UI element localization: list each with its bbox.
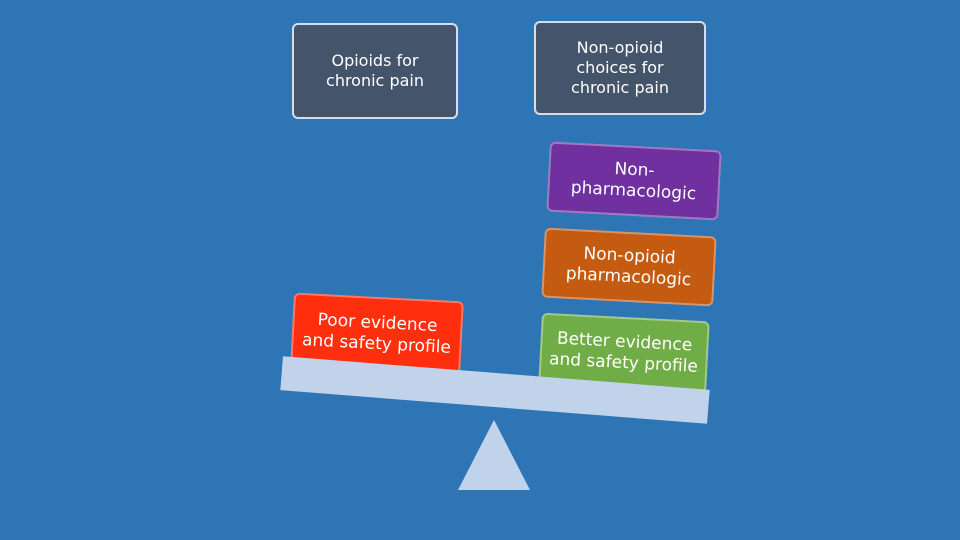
seesaw-fulcrum [458,420,530,490]
nonpharmacologic-block: Non- pharmacologic [546,141,722,221]
opioids-header-line-1: Opioids for [331,51,419,70]
non-opioid-pharmacologic-block: Non-opioid pharmacologic [541,227,717,307]
non-opioid-header-line-2: choices for [576,58,664,77]
opioids-header-line-2: chronic pain [326,71,424,90]
opioids-header-box: Opioids for chronic pain [292,23,458,119]
non-opioid-header-box: Non-opioid choices for chronic pain [534,21,706,115]
non-opioid-header-line-1: Non-opioid [576,38,664,57]
non-opioid-header-line-3: chronic pain [571,78,669,97]
